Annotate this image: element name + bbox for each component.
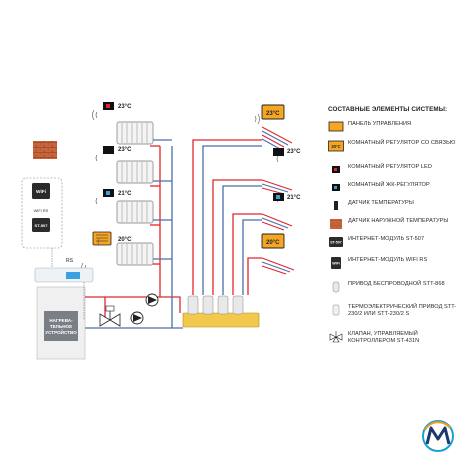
svg-text:ST-507: ST-507	[330, 241, 342, 245]
brand-logo	[422, 420, 454, 452]
temp-label-floor1: 23°C	[266, 111, 280, 117]
legend-text-outdoor-sensor: ДАТЧИК НАРУЖНОЙ ТЕМПЕРАТУРЫ	[348, 218, 449, 224]
temp-sensor-icon	[328, 199, 344, 211]
legend-text-wifi-module: ИНТЕРНЕТ-МОДУЛЬ WIFI RS	[348, 257, 428, 263]
heater-label-line1: НАГРЕВА-	[49, 318, 73, 323]
temp-label-floor4: 20°C	[266, 240, 280, 246]
mixing-valve	[99, 305, 121, 327]
room-regulator-floor1: 23°C	[261, 104, 285, 120]
control-panel-icon	[328, 120, 344, 132]
lcd-regulator-floor2: 23°C	[273, 148, 301, 156]
controller-unit	[34, 267, 94, 283]
legend-text-room-regulator: КОМНАТНЫЙ РЕГУЛЯТОР СО СВЯЗЬЮ	[348, 140, 456, 146]
thermo-drive-icon	[328, 303, 344, 316]
outdoor-sensor	[33, 141, 57, 159]
legend-text-lcd-regulator: КОМНАТНЫЙ ЖК-РЕГУЛЯТОР	[348, 182, 430, 188]
legend-text-thermo-drive: ТЕРМОЭЛЕКТРИЧЕСКИЙ ПРИВОД STT-230/2 ИЛИ …	[348, 304, 457, 317]
pump-2	[130, 311, 144, 325]
internet-module-icon: ST-507	[328, 235, 344, 247]
rs-label: RS	[66, 258, 74, 264]
legend-text-wireless-drive: ПРИВОД БЕСПРОВОДНОЙ STT-868	[348, 281, 445, 287]
radiator-1	[116, 121, 154, 145]
led-regulator-icon	[328, 163, 344, 175]
radiator-pipe-network	[150, 139, 173, 272]
floor-loop-3	[261, 213, 293, 231]
legend-text-valve: КЛАПАН, УПРАВЛЯЕМЫЙ КОНТРОЛЛЕРОМ ST-431N	[348, 331, 420, 344]
st507-label: ST-507	[35, 223, 49, 228]
heater-label-line3: УСТРОЙСТВО	[45, 328, 77, 335]
wifi-label: WiFi	[36, 189, 46, 195]
pump-1	[145, 293, 159, 307]
temp-label-floor2: 23°C	[287, 149, 301, 155]
wifi-module-icon: WiFi	[328, 256, 344, 269]
radiator-2	[116, 160, 154, 184]
manifold-pipes	[192, 139, 262, 295]
legend-text-control-panel: ПАНЕЛЬ УПРАВЛЕНИЯ	[348, 121, 412, 127]
heater-label-line2: ТЕЛЬНОЕ	[50, 324, 72, 329]
wifi-model-label: WiFi RS	[34, 208, 49, 213]
floor-loop-1	[261, 126, 293, 150]
legend-text-internet-module: ИНТЕРНЕТ-МОДУЛЬ ST-507	[348, 236, 425, 242]
wireless-drive-icon	[328, 280, 344, 293]
legend-text-temp-sensor: ДАТЧИК ТЕМПЕРАТУРЫ	[348, 200, 414, 206]
legend: СОСТАВНЫЕ ЭЛЕМЕНТЫ СИСТЕМЫ: ПАНЕЛЬ УПРАВ…	[328, 106, 458, 344]
radiator-3	[116, 200, 154, 224]
outdoor-sensor-icon	[328, 217, 344, 229]
temp-label-rad2: 23°C	[118, 147, 132, 153]
legend-title: СОСТАВНЫЕ ЭЛЕМЕНТЫ СИСТЕМЫ:	[328, 106, 448, 113]
room-regulator-icon: 20°C	[328, 139, 344, 152]
boiler-pipes	[85, 268, 183, 329]
temp-label-rad1: 23°C	[118, 104, 132, 110]
room-regulator-floor4: 20°C	[261, 233, 285, 249]
legend-text-led-regulator: КОМНАТНЫЙ РЕГУЛЯТОР LED	[348, 164, 432, 170]
wifi-module-box: WiFi WiFi RS ST-507	[21, 177, 63, 249]
valve-icon	[328, 330, 344, 343]
lcd-regulator-icon	[328, 181, 344, 193]
lcd-regulator-rad2: 23°C	[95, 146, 132, 162]
led-regulator-rad1: 23°C	[92, 102, 132, 121]
heater-unit: НАГРЕВА- ТЕЛЬНОЕ УСТРОЙСТВО	[36, 286, 86, 360]
manifold	[182, 295, 260, 328]
svg-text:20°C: 20°C	[331, 144, 340, 149]
floor-loop-4	[261, 257, 295, 275]
led-regulator-rad3: 21°C	[95, 189, 132, 205]
temp-label-rad3: 21°C	[118, 191, 132, 197]
floor-loop-2	[261, 179, 293, 195]
svg-text:WiFi: WiFi	[332, 262, 340, 266]
radiator-4	[116, 242, 154, 266]
temp-label-rad4: 20°C	[118, 237, 132, 243]
led-regulator-floor3: 21°C	[273, 193, 301, 201]
temp-label-floor3: 21°C	[287, 195, 301, 201]
